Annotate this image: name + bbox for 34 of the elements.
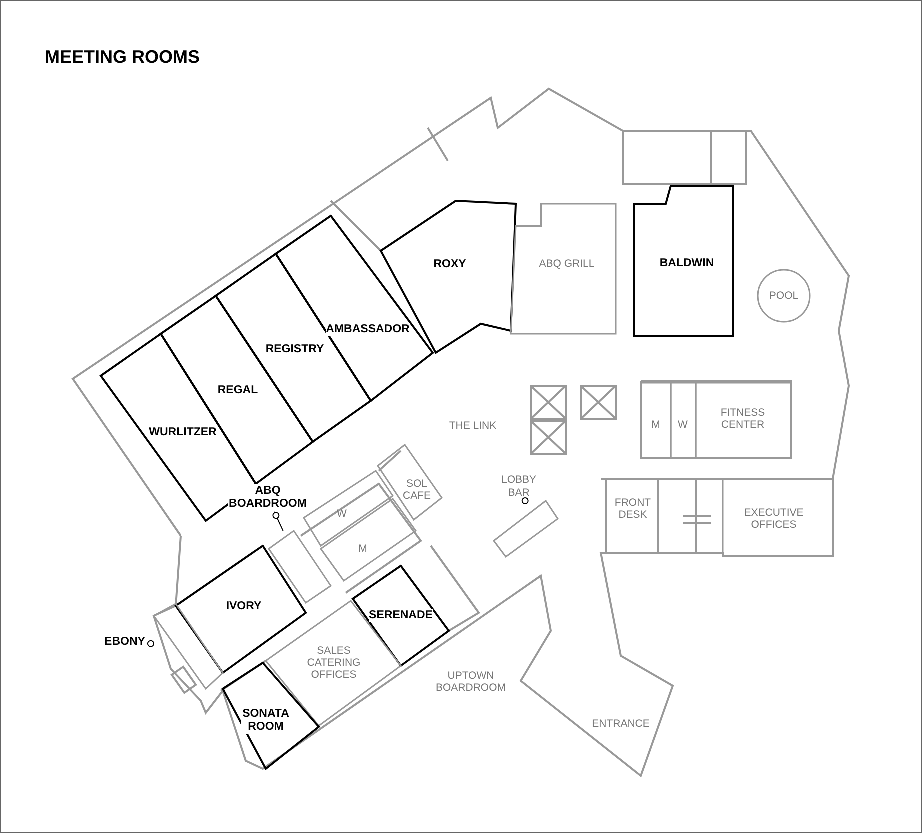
- room-label: SOL CAFE: [402, 478, 432, 502]
- room-label: ABQ GRILL: [539, 258, 595, 270]
- room: [511, 204, 616, 334]
- room-label: FRONT DESK: [614, 497, 652, 521]
- leader-line: [520, 498, 529, 504]
- leader-line: [272, 512, 284, 532]
- title: MEETING ROOMS: [45, 47, 200, 68]
- room-label: M: [358, 543, 368, 555]
- room-label: AMBASSADOR: [326, 324, 410, 336]
- room-label: LOBBY BAR: [499, 473, 539, 501]
- room: [641, 383, 671, 458]
- area-label: ENTRANCE: [591, 718, 651, 730]
- room: [176, 546, 306, 673]
- room-label: SONATA ROOM: [241, 708, 291, 734]
- room-label: SERENADE: [369, 610, 433, 622]
- room-part: [154, 604, 223, 689]
- area-label: THE LINK: [448, 420, 498, 432]
- room: [671, 383, 696, 458]
- room-label: EXECUTIVE OFFICES: [743, 507, 805, 531]
- room-label: SALES CATERING OFFICES: [306, 645, 362, 681]
- area-label: UPTOWN BOARDROOM: [434, 670, 507, 694]
- room-label: M: [652, 419, 660, 431]
- room-label: W: [678, 419, 688, 431]
- room-part: [269, 531, 331, 603]
- room-label: POOL: [769, 290, 799, 302]
- room-part: [494, 501, 558, 557]
- room-label: FITNESS CENTER: [720, 407, 766, 431]
- room: [696, 383, 791, 458]
- room: [634, 186, 733, 336]
- room: [321, 499, 416, 581]
- leader-line: [146, 640, 154, 648]
- room-label: W: [337, 508, 347, 520]
- room: [378, 445, 442, 520]
- pool: [757, 269, 811, 323]
